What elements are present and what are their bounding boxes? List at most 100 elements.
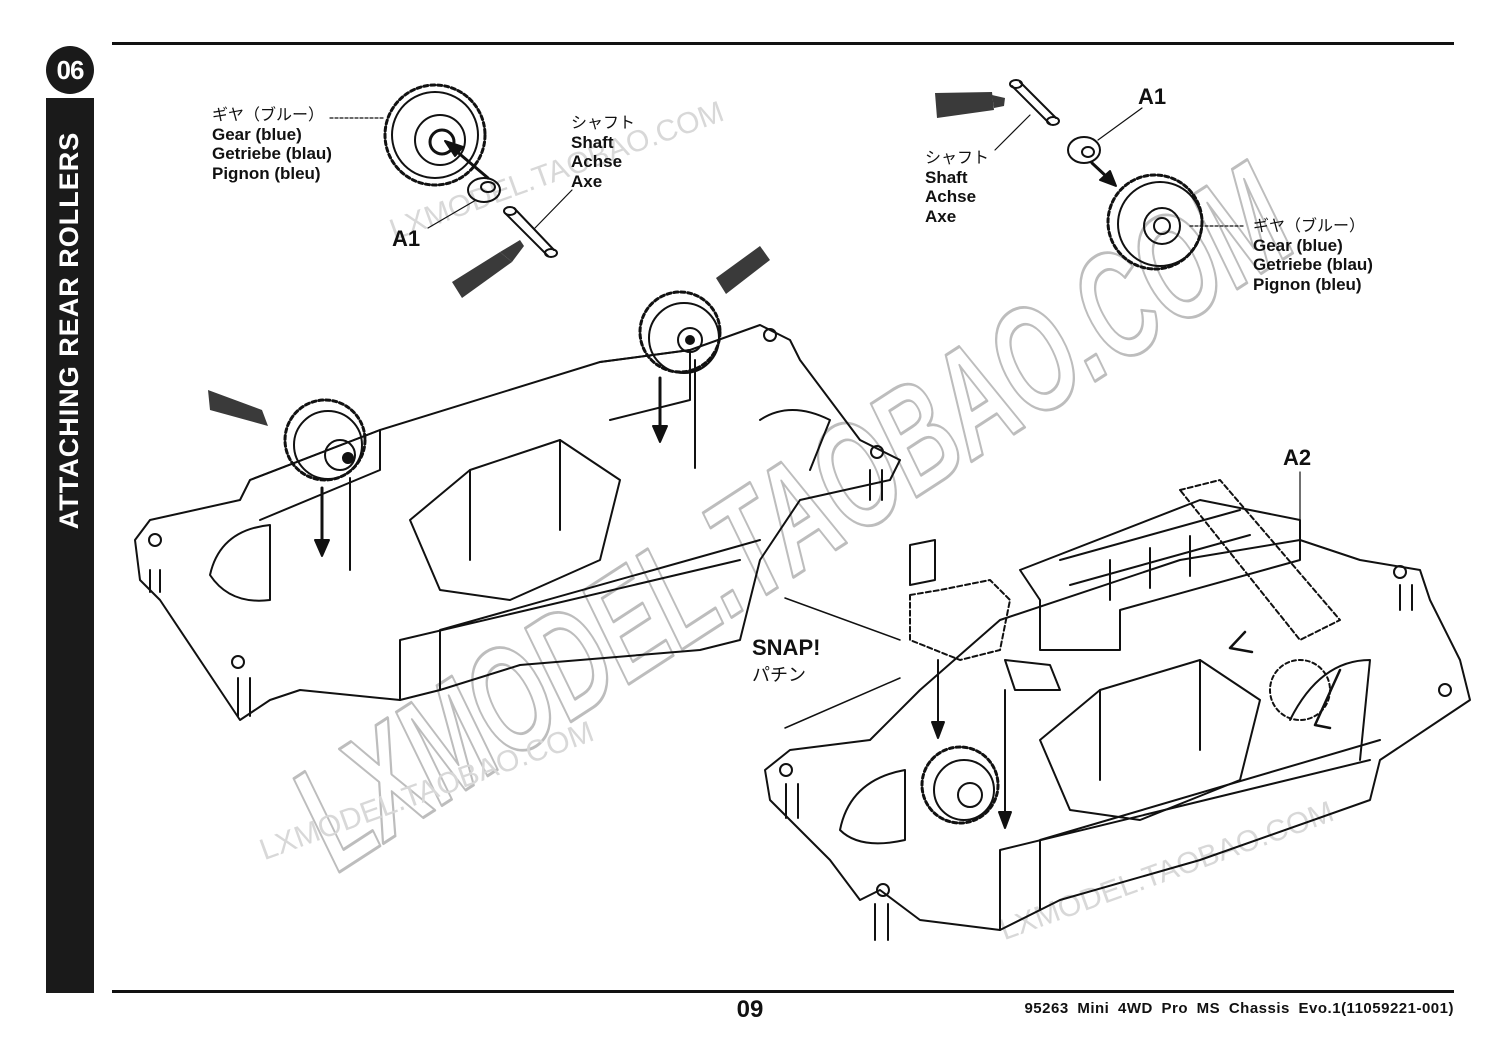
right-gear-label: ギヤ（ブルー） Gear (blue) Getriebe (blau) Pign… xyxy=(1253,216,1373,294)
snap-callout-en: SNAP! xyxy=(752,635,821,660)
right-bearing-a1-icon xyxy=(1067,136,1101,164)
top-rule xyxy=(112,42,1454,45)
snap-callout: SNAP! パチン xyxy=(752,634,820,690)
right-gear-arrowhead-icon xyxy=(1099,170,1117,187)
right-grease-nozzle-icon xyxy=(992,95,1005,108)
left-shaft-label-en: Shaft xyxy=(571,132,614,152)
chassis-1-motor xyxy=(409,439,621,601)
left-gear-label-jp: ギヤ（ブルー） xyxy=(212,105,325,124)
chassis-1-rear-wheel-arch xyxy=(759,409,831,471)
left-gear-arrow-icon xyxy=(453,148,490,180)
chassis-2-gear-icon xyxy=(920,745,1000,825)
watermark-small-1: LXMODEL.TAOBAO.COM xyxy=(385,95,728,247)
right-gear-detail xyxy=(935,79,1246,271)
part-a2-label: A2 xyxy=(1283,445,1312,470)
chassis-1-post-2 xyxy=(237,677,251,717)
watermark-small-1-text: LXMODEL.TAOBAO.COM xyxy=(385,95,728,247)
left-gear-icon xyxy=(383,83,487,187)
right-gear-label-fr: Pignon (bleu) xyxy=(1253,274,1362,294)
page-number: 09 xyxy=(736,996,764,1023)
chassis-1-post-3 xyxy=(869,469,883,501)
left-bearing-a1-icon xyxy=(467,177,501,203)
left-shaft-label-fr: Axe xyxy=(571,171,603,191)
chassis-1-mount-hole-1 xyxy=(148,533,162,547)
chassis-1-grease-left-icon xyxy=(208,390,268,426)
chassis-2-clip xyxy=(909,539,936,586)
left-grease-nozzle-icon xyxy=(500,240,524,262)
chassis-before-assembly xyxy=(134,246,901,721)
right-part-a1-label: A1 xyxy=(1138,84,1167,109)
left-shaft-icon xyxy=(503,206,558,258)
right-gear-label-jp: ギヤ（ブルー） xyxy=(1253,216,1366,235)
chassis-1-mount-hole-3 xyxy=(870,445,884,459)
chassis-2-rear-wheel-arch xyxy=(1289,659,1371,761)
chassis-1-grease-right-icon xyxy=(716,246,770,294)
left-gear-label-fr: Pignon (bleu) xyxy=(212,163,321,183)
chassis-2-screw-arrow-2-icon xyxy=(1313,668,1342,730)
left-gear-label-de: Getriebe (blau) xyxy=(212,144,332,163)
watermark-small-3: LXMODEL.TAOBAO.COM xyxy=(995,795,1338,947)
chassis-2-arrowhead-2-icon xyxy=(998,811,1012,829)
chassis-1-mount-hole-2 xyxy=(231,655,245,669)
chassis-2-motor xyxy=(1039,659,1261,821)
chassis-2-mount-hole-2 xyxy=(876,883,890,897)
chassis-after-assembly xyxy=(764,471,1471,941)
footer-product-code: 95263 Mini 4WD Pro MS Chassis Evo.1(1105… xyxy=(1024,1000,1454,1017)
snap-leader-line-lower xyxy=(784,677,901,729)
right-shaft-icon xyxy=(1009,79,1060,126)
left-gear-arrowhead-icon xyxy=(444,140,464,157)
left-shaft-leader-line xyxy=(534,189,573,229)
right-grease-tube-icon xyxy=(935,92,994,118)
chassis-1-motor-detail xyxy=(469,439,561,561)
left-part-a1-label: A1 xyxy=(392,226,421,251)
chassis-1-post-1 xyxy=(149,569,161,593)
left-gear-detail xyxy=(329,83,573,298)
chassis-2-screw-arrow-1-icon xyxy=(1228,630,1254,654)
watermark-small-3-text: LXMODEL.TAOBAO.COM xyxy=(995,795,1338,947)
chassis-1-rail-left xyxy=(249,429,381,521)
chassis-2-rear-stay xyxy=(1179,479,1341,641)
chassis-1-mount-hole-4 xyxy=(763,328,777,342)
chassis-2-bracket-a2 xyxy=(1019,499,1301,651)
chassis-1-gear-left-icon xyxy=(283,398,367,482)
left-a1-leader-line xyxy=(427,199,477,229)
step-number-badge: 06 xyxy=(46,46,94,94)
chassis-2-post-1 xyxy=(785,783,799,819)
right-gear-label-en: Gear (blue) xyxy=(1253,235,1343,255)
left-shaft-label-de: Achse xyxy=(571,152,623,171)
chassis-2-post-2 xyxy=(874,903,889,941)
chassis-2-motor-detail xyxy=(1099,659,1201,781)
right-a1-leader-line xyxy=(1097,107,1143,141)
left-grease-tube-icon xyxy=(452,252,512,298)
chassis-2-snap-part xyxy=(909,579,1011,661)
left-gear-label: ギヤ（ブルー） Gear (blue) Getriebe (blau) Pign… xyxy=(212,105,332,183)
chassis-2-arrowhead-1-icon xyxy=(931,721,945,739)
right-shaft-label-fr: Axe xyxy=(925,206,957,226)
right-shaft-label-en: Shaft xyxy=(925,167,968,187)
bottom-rule xyxy=(112,990,1454,993)
chassis-2-floor-line xyxy=(999,739,1381,931)
right-shaft-leader-line xyxy=(994,114,1031,151)
right-shaft-label-de: Achse xyxy=(925,187,977,206)
snap-leader-line-upper xyxy=(784,597,901,641)
step-side-bar xyxy=(46,98,94,993)
chassis-2-clip-2 xyxy=(1004,659,1061,691)
chassis-2-post-3 xyxy=(1399,584,1413,611)
left-shaft-label: シャフト Shaft Achse Axe xyxy=(571,113,635,191)
right-shaft-label: シャフト Shaft Achse Axe xyxy=(925,148,989,226)
chassis-1-front-wheel-arch xyxy=(209,524,271,602)
chassis-1-arrowhead-left-1-icon xyxy=(314,539,330,557)
snap-callout-jp: パチン xyxy=(752,665,806,686)
chassis-2-front-wheel-arch xyxy=(839,769,906,845)
left-gear-label-en: Gear (blue) xyxy=(212,124,302,144)
chassis-1-rail-right xyxy=(599,349,691,421)
right-gear-label-de: Getriebe (blau) xyxy=(1253,255,1373,274)
chassis-2-mount-hole-3 xyxy=(1393,565,1407,579)
chassis-2-outline xyxy=(764,539,1471,931)
chassis-2-bracket-a2-ribs xyxy=(1059,509,1251,601)
right-shaft-label-jp: シャフト xyxy=(925,148,990,167)
chassis-1-arrowhead-right-1-icon xyxy=(652,425,668,443)
right-gear-icon xyxy=(1106,173,1204,271)
chassis-1-floor-line xyxy=(399,539,761,701)
